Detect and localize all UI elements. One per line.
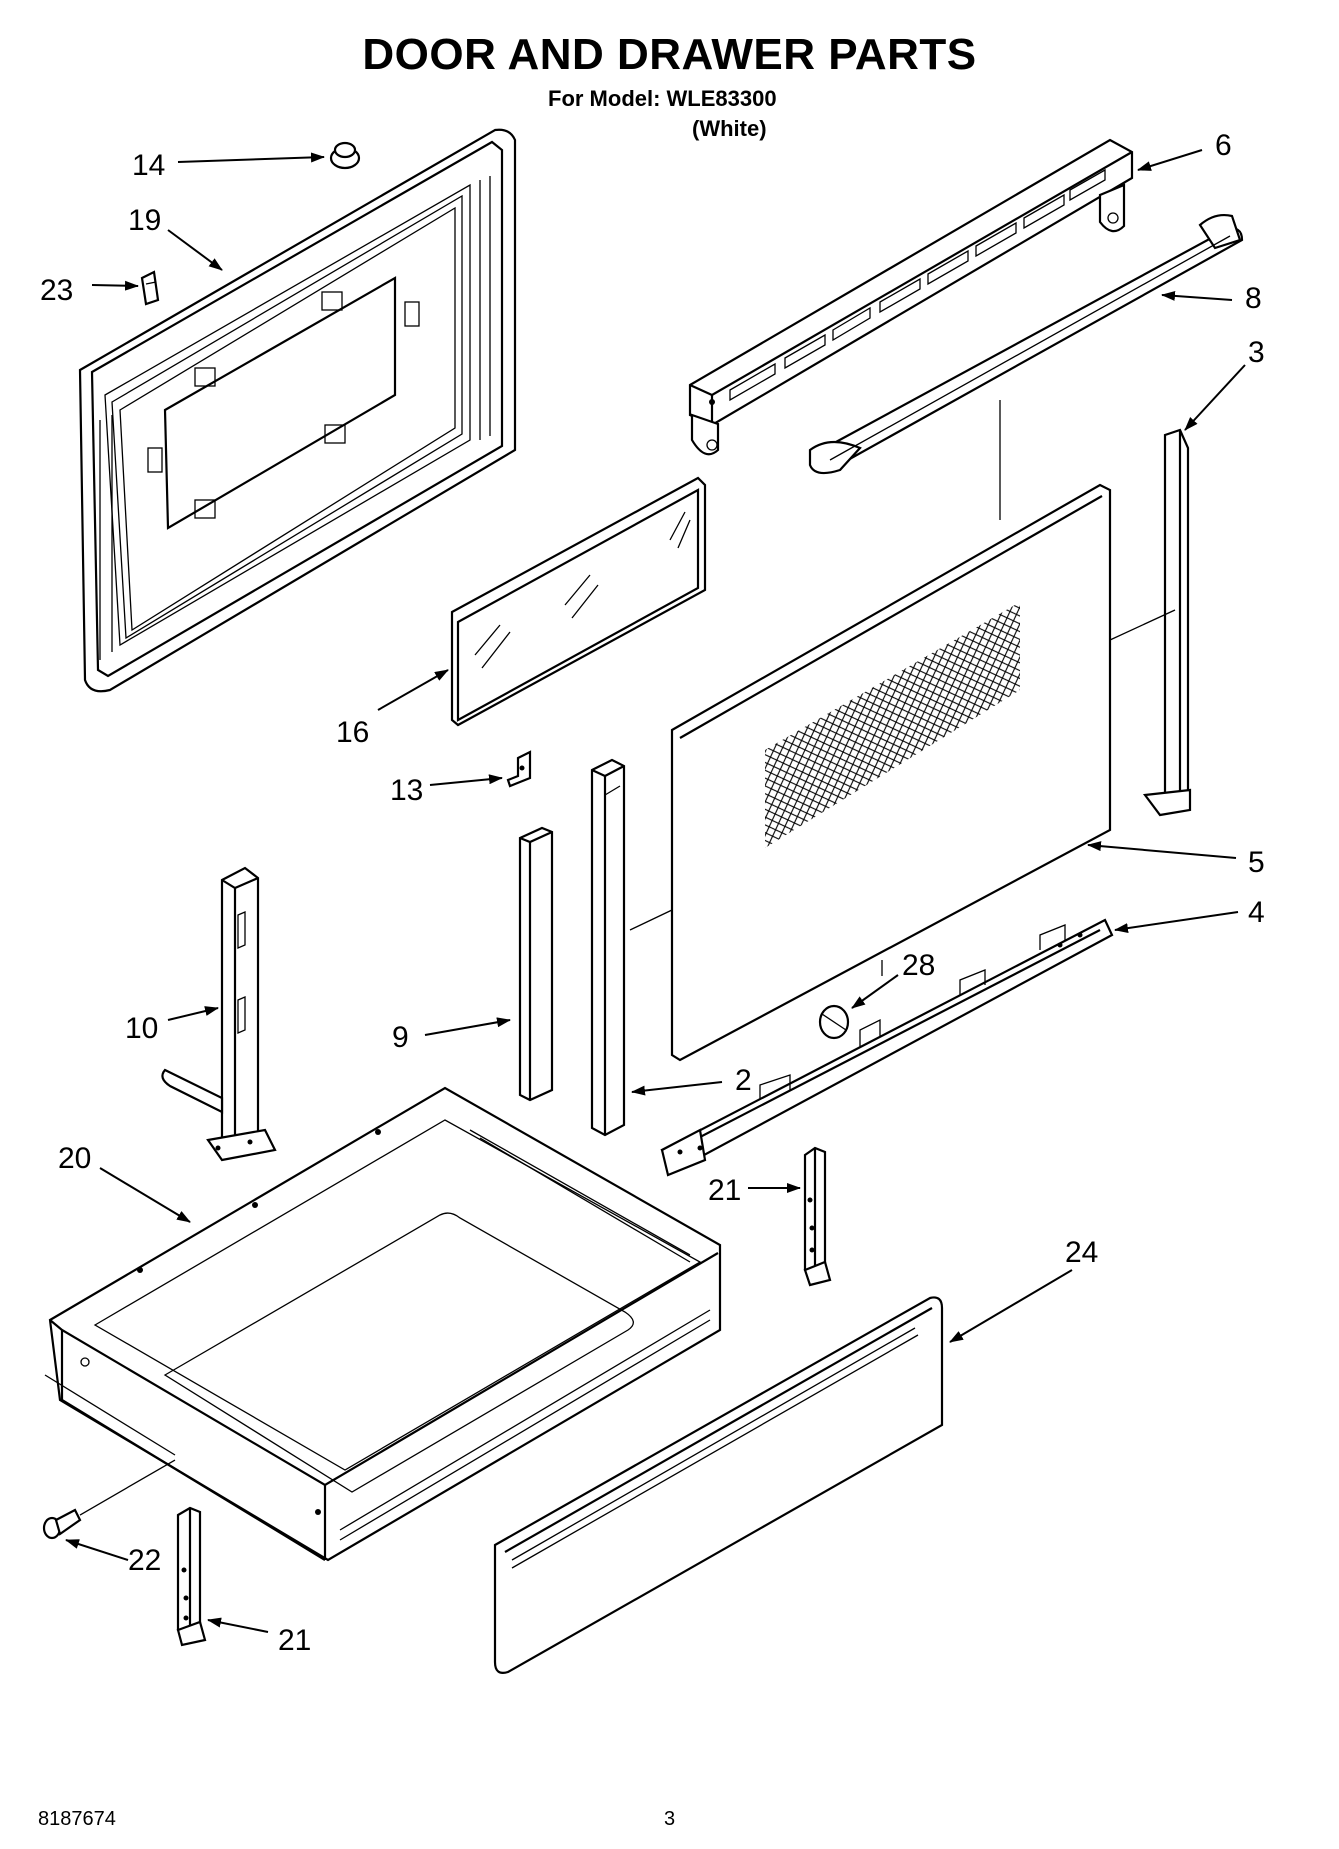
bracket-13 — [506, 750, 532, 788]
callout-24: 24 — [1065, 1236, 1098, 1269]
callout-6: 6 — [1215, 129, 1232, 162]
screw-22 — [42, 1459, 176, 1540]
callout-13: 13 — [390, 774, 423, 807]
clip-23 — [140, 270, 160, 306]
callout-14: 14 — [132, 149, 165, 182]
callout-22: 22 — [128, 1544, 161, 1577]
callout-3: 3 — [1248, 336, 1265, 369]
drawer-front-24 — [493, 1296, 944, 1674]
callout-16: 16 — [336, 716, 369, 749]
slide-bracket-21-lower — [176, 1506, 207, 1647]
frame-strip-9 — [518, 826, 554, 1102]
callout-21-upper: 21 — [708, 1174, 741, 1207]
door-bracket-4 — [660, 918, 1114, 1177]
callout-20: 20 — [58, 1142, 91, 1175]
callout-9: 9 — [392, 1021, 409, 1054]
callout-2: 2 — [735, 1064, 752, 1097]
color-line: (White) — [692, 116, 767, 141]
callout-5: 5 — [1248, 846, 1265, 879]
doc-number: 8187674 — [38, 1808, 116, 1830]
outer-door-panel-5 — [629, 400, 1176, 1062]
callout-4: 4 — [1248, 896, 1265, 929]
callout-23: 23 — [40, 274, 73, 307]
handle-8 — [808, 213, 1244, 475]
callout-21-lower: 21 — [278, 1624, 311, 1657]
side-trim-3 — [1142, 428, 1192, 817]
page-number: 3 — [664, 1808, 676, 1830]
callout-19: 19 — [128, 204, 161, 237]
callout-labels: 14 19 23 6 8 3 16 13 5 4 28 10 9 2 20 21… — [40, 129, 1265, 1657]
side-bracket-10 — [161, 866, 277, 1162]
frame-strip-2 — [590, 758, 626, 1137]
page-title: DOOR AND DRAWER PARTS — [362, 30, 977, 79]
vent-trim-6 — [688, 138, 1134, 456]
inner-door-panel-19 — [78, 128, 517, 693]
callout-28: 28 — [902, 949, 935, 982]
bumper-14 — [329, 141, 361, 170]
spacer-28 — [818, 960, 883, 1040]
leader-lines — [65, 149, 1246, 1633]
drawer-20 — [44, 1086, 722, 1562]
slide-bracket-21-upper — [803, 1146, 832, 1287]
callout-10: 10 — [125, 1012, 158, 1045]
callout-8: 8 — [1245, 282, 1262, 315]
glass-panel-16 — [450, 476, 707, 727]
model-line: For Model: WLE83300 — [548, 86, 777, 111]
